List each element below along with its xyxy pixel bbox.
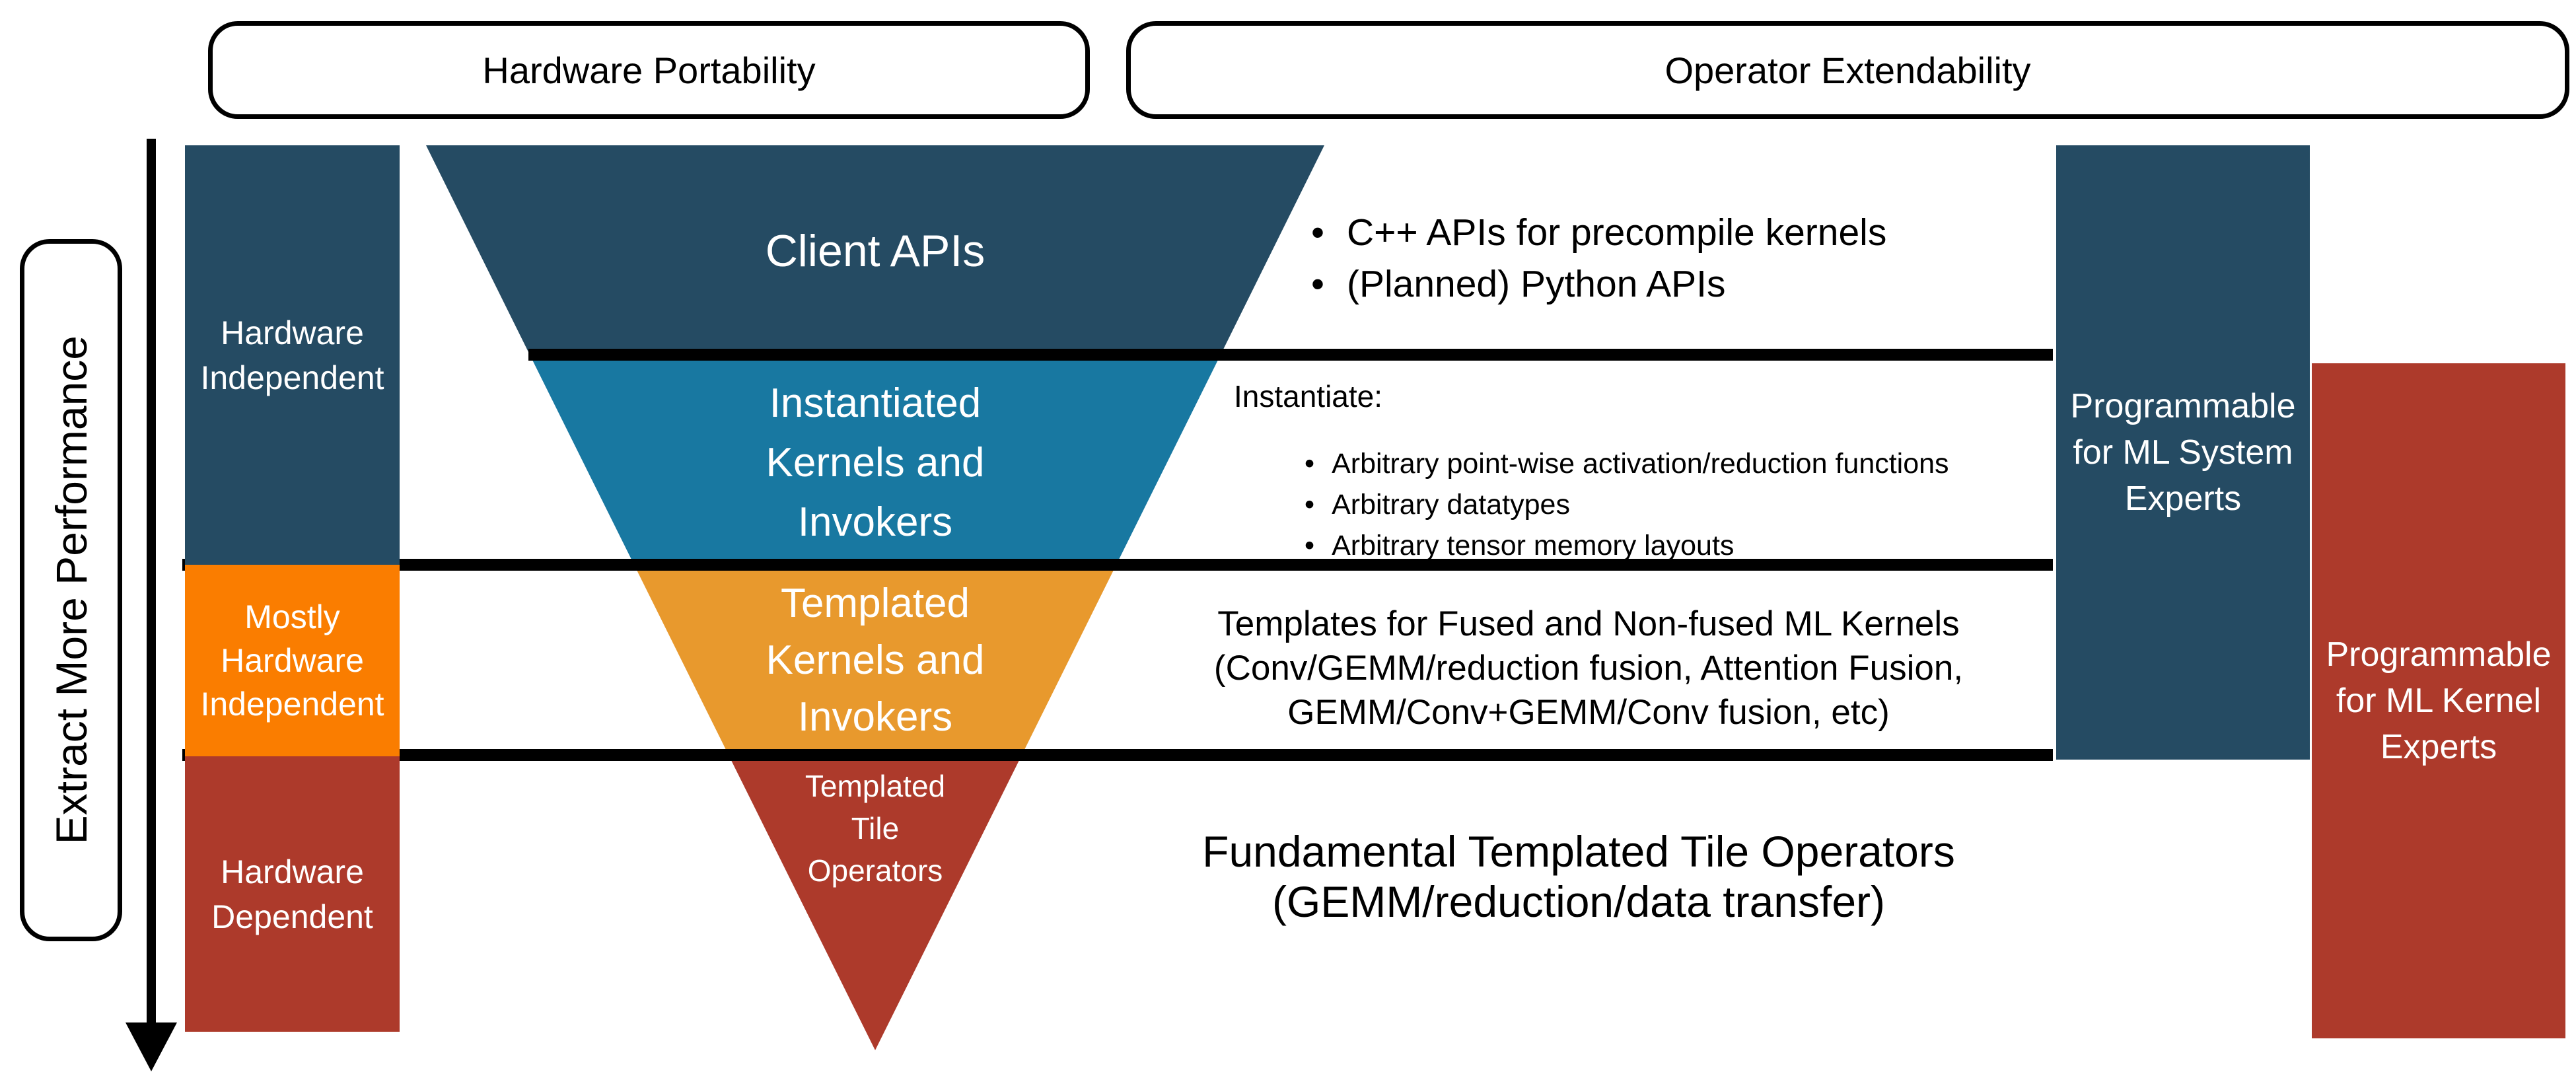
funnel-label-line: Kernels and: [766, 440, 985, 485]
hardware-portability-box: Hardware Portability: [208, 21, 1090, 119]
left-block-mostly-hardware-independent: Mostly Hardware Independent: [185, 565, 400, 756]
bullet-item: Arbitrary tensor memory layouts: [1305, 525, 1949, 566]
extract-more-performance-label: Extract More Performance: [46, 336, 96, 845]
bullet-item: Arbitrary point-wise activation/reductio…: [1305, 443, 1949, 484]
funnel-layer-templated-kernels: [634, 565, 1116, 755]
instantiate-heading: Instantiate:: [1234, 378, 1382, 415]
left-block-line: Hardware: [221, 853, 364, 890]
client-apis-text: Client APIs: [765, 226, 985, 276]
client-apis-label: Client APIs: [611, 159, 1139, 343]
funnel-layer-templated-tile-operators: [729, 755, 1022, 1050]
bullet-text: Arbitrary datatypes: [1332, 489, 1570, 520]
funnel-label-line: Instantiated: [769, 380, 982, 426]
right-block-ml-system-experts: Programmable for ML System Experts: [2056, 145, 2310, 760]
performance-arrow-shaft: [147, 139, 156, 1027]
funnel-label-line: Kernels and: [766, 637, 985, 683]
performance-arrow-head: [125, 1022, 177, 1071]
bullet-text: Arbitrary point-wise activation/reductio…: [1332, 448, 1949, 480]
bullet-dot-icon: [1305, 443, 1314, 484]
templates-line: GEMM/Conv+GEMM/Conv fusion, etc): [1287, 693, 1890, 732]
client-api-bullets: C++ APIs for precompile kernels (Planned…: [1311, 207, 1886, 310]
right-block-line: Experts: [2380, 728, 2497, 766]
bullet-dot-icon: [1311, 207, 1324, 258]
left-block-hardware-independent: Hardware Independent: [185, 145, 400, 565]
funnel-label-line: Invokers: [797, 694, 953, 740]
funnel-layer-instantiated-kernels: [530, 355, 1221, 565]
templates-line: (Conv/GEMM/reduction fusion, Attention F…: [1213, 649, 1964, 688]
left-block-line: Hardware: [221, 314, 364, 351]
left-block-line: Hardware: [221, 642, 364, 679]
bullet-dot-icon: [1305, 484, 1314, 525]
right-block-line: for ML System: [2073, 433, 2293, 472]
bullet-text: C++ APIs for precompile kernels: [1346, 211, 1887, 254]
funnel-label-line: Tile: [851, 811, 900, 845]
templated-kernels-label: Templated Kernels and Invokers: [677, 571, 1073, 750]
bullet-dot-icon: [1311, 258, 1324, 310]
bullet-text: (Planned) Python APIs: [1346, 263, 1726, 305]
funnel-layer-client-apis: [426, 145, 1324, 355]
right-block-line: for ML Kernel: [2336, 682, 2542, 720]
instantiate-bullets: Arbitrary point-wise activation/reductio…: [1305, 443, 1949, 566]
fundamental-annotation: Fundamental Templated Tile Operators (GE…: [1083, 826, 2074, 927]
left-block-line: Dependent: [211, 898, 373, 935]
funnel-label-line: Templated: [805, 769, 946, 803]
right-block-ml-kernel-experts: Programmable for ML Kernel Experts: [2312, 363, 2565, 1038]
funnel-label-line: Templated: [780, 581, 970, 626]
templates-annotation: Templates for Fused and Non-fused ML Ker…: [1093, 602, 2084, 735]
fundamental-line: (GEMM/reduction/data transfer): [1272, 877, 1885, 926]
operator-extendability-box: Operator Extendability: [1126, 21, 2569, 119]
separator-line-1: [528, 349, 2053, 361]
fundamental-line: Fundamental Templated Tile Operators: [1202, 827, 1955, 876]
right-block-line: Experts: [2124, 480, 2242, 518]
templates-line: Templates for Fused and Non-fused ML Ker…: [1217, 604, 1960, 643]
operator-extendability-label: Operator Extendability: [1664, 49, 2031, 91]
bullet-item: (Planned) Python APIs: [1311, 258, 1886, 310]
funnel-label-line: Operators: [807, 853, 943, 888]
bullet-item: Arbitrary datatypes: [1305, 484, 1949, 525]
left-block-line: Independent: [200, 359, 384, 396]
instantiate-heading-text: Instantiate:: [1234, 379, 1383, 413]
separator-line-3: [182, 749, 2053, 761]
left-block-hardware-dependent: Hardware Dependent: [185, 756, 400, 1032]
bullet-dot-icon: [1305, 525, 1314, 566]
instantiated-kernels-label: Instantiated Kernels and Invokers: [677, 367, 1073, 559]
left-block-line: Independent: [200, 686, 384, 723]
extract-more-performance-box: Extract More Performance: [20, 239, 122, 941]
right-block-line: Programmable: [2070, 387, 2296, 425]
right-block-line: Programmable: [2326, 635, 2552, 674]
bullet-text: Arbitrary tensor memory layouts: [1332, 530, 1735, 561]
funnel-label-line: Invokers: [797, 499, 953, 545]
templated-tile-operators-label: Templated Tile Operators: [743, 765, 1007, 892]
bullet-item: C++ APIs for precompile kernels: [1311, 207, 1886, 258]
left-block-line: Mostly: [244, 598, 340, 635]
hardware-portability-label: Hardware Portability: [482, 49, 816, 91]
separator-line-2: [182, 559, 2053, 571]
